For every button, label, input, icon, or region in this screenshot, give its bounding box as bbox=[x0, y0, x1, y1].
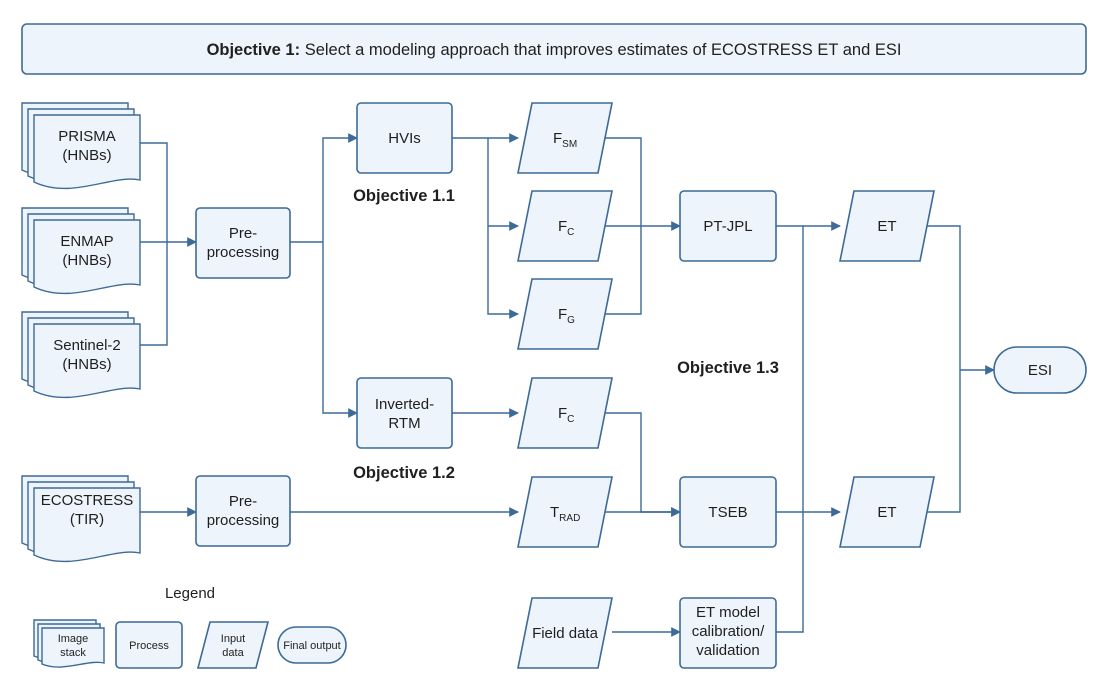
f-c-bottom-label: FC bbox=[558, 405, 574, 425]
legend-process: Process bbox=[115, 621, 183, 669]
preprocessing-top-line1: Pre- bbox=[229, 225, 257, 242]
data-et-bottom: ET bbox=[839, 476, 935, 548]
data-f-c-top: FC bbox=[517, 190, 613, 262]
inverted-rtm-line2: RTM bbox=[388, 415, 420, 432]
process-pt-jpl: PT-JPL bbox=[679, 190, 777, 262]
et-calibration-line2: calibration/ bbox=[692, 623, 765, 640]
et-calibration-line3: validation bbox=[696, 642, 759, 659]
objective-1-text: Objective 1: Select a modeling approach … bbox=[207, 41, 902, 59]
pt-jpl-label: PT-JPL bbox=[703, 218, 752, 235]
et-calibration-line1: ET model bbox=[696, 604, 760, 621]
image-stack-ecostress: ECOSTRESS (TIR) bbox=[21, 475, 141, 563]
image-stack-enmap: ENMAP (HNBs) bbox=[21, 207, 141, 295]
data-et-top: ET bbox=[839, 190, 935, 262]
sentinel-sublabel: (HNBs) bbox=[62, 356, 111, 373]
legend-title: Legend bbox=[165, 585, 215, 602]
et-bottom-label: ET bbox=[877, 504, 896, 521]
process-preprocessing-bottom: Pre- processing bbox=[195, 475, 291, 547]
legend: Legend Image stack Process Input data Fi… bbox=[33, 585, 347, 669]
inverted-rtm-line1: Inverted- bbox=[375, 396, 434, 413]
prisma-label: PRISMA bbox=[58, 128, 116, 145]
ecostress-label: ECOSTRESS bbox=[41, 492, 134, 509]
objective-1-header: Objective 1: Select a modeling approach … bbox=[21, 23, 1087, 75]
enmap-sublabel: (HNBs) bbox=[62, 252, 111, 269]
connectors bbox=[140, 133, 995, 637]
legend-image-stack-line2: stack bbox=[60, 647, 86, 659]
legend-final-output-label: Final output bbox=[283, 640, 340, 652]
tseb-label: TSEB bbox=[708, 504, 747, 521]
image-stack-prisma: PRISMA (HNBs) bbox=[21, 102, 141, 190]
process-inverted-rtm: Inverted- RTM bbox=[356, 377, 453, 449]
data-f-sm: FSM bbox=[517, 102, 613, 174]
field-data-label: Field data bbox=[532, 625, 599, 642]
legend-input-data-line2: data bbox=[222, 647, 244, 659]
legend-input-data: Input data bbox=[196, 621, 270, 669]
process-et-calibration: ET model calibration/ validation bbox=[679, 597, 777, 669]
image-stack-sentinel-2: Sentinel-2 (HNBs) bbox=[21, 311, 141, 399]
legend-input-data-line1: Input bbox=[221, 633, 245, 645]
f-g-label: FG bbox=[558, 306, 575, 326]
data-t-rad: TRAD bbox=[517, 476, 613, 548]
data-f-g: FG bbox=[517, 278, 613, 350]
t-rad-label: TRAD bbox=[550, 504, 580, 524]
final-output-esi: ESI bbox=[993, 346, 1087, 394]
prisma-sublabel: (HNBs) bbox=[62, 147, 111, 164]
process-hvis: HVIs bbox=[356, 102, 453, 174]
legend-image-stack: Image stack bbox=[33, 619, 105, 668]
process-tseb: TSEB bbox=[679, 476, 777, 548]
ecostress-sublabel: (TIR) bbox=[70, 511, 104, 528]
legend-final-output: Final output bbox=[277, 626, 347, 664]
esi-label: ESI bbox=[1028, 362, 1052, 379]
sentinel-label: Sentinel-2 bbox=[53, 337, 121, 354]
hvis-label: HVIs bbox=[388, 130, 421, 147]
f-c-top-label: FC bbox=[558, 218, 574, 238]
f-sm-label: FSM bbox=[553, 130, 577, 150]
objective-1-1-label: Objective 1.1 bbox=[353, 187, 455, 205]
objective-1-3-label: Objective 1.3 bbox=[677, 359, 779, 377]
legend-process-label: Process bbox=[129, 640, 169, 652]
process-preprocessing-top: Pre- processing bbox=[195, 207, 291, 279]
et-top-label: ET bbox=[877, 218, 896, 235]
objective-1-2-label: Objective 1.2 bbox=[353, 464, 455, 482]
preprocessing-top-line2: processing bbox=[207, 244, 280, 261]
enmap-label: ENMAP bbox=[60, 233, 113, 250]
data-f-c-bottom: FC bbox=[517, 377, 613, 449]
data-field-data: Field data bbox=[517, 597, 613, 669]
legend-image-stack-line1: Image bbox=[58, 633, 89, 645]
preprocessing-bottom-line2: processing bbox=[207, 512, 280, 529]
preprocessing-bottom-line1: Pre- bbox=[229, 493, 257, 510]
